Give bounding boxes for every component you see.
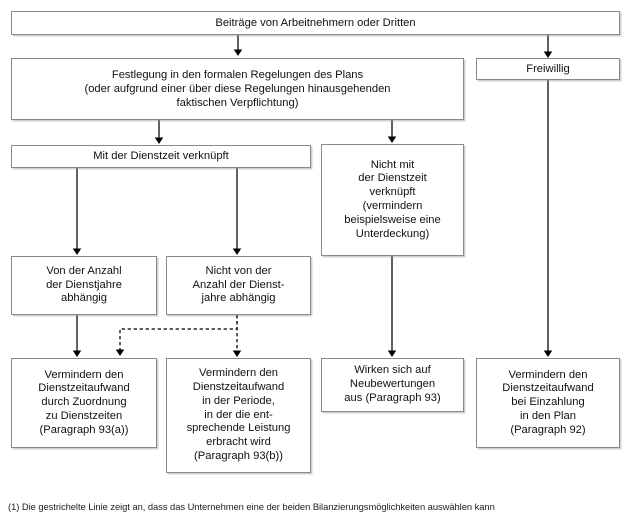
node-voluntary[interactable]: Freiwillig — [476, 58, 620, 80]
node-top-contributions[interactable]: Beiträge von Arbeitnehmern oder Dritten — [11, 11, 620, 35]
node-not-dependent-on-years[interactable]: Nicht von der Anzahl der Dienst- jahre a… — [166, 256, 311, 315]
connector-not-dependent-to-outcome-1 — [115, 315, 238, 356]
footnote-dashed-line-explanation: (1) Die gestrichelte Linie zeigt an, das… — [8, 501, 495, 512]
node-outcome-period[interactable]: Vermindern den Dienstzeitaufwand in der … — [166, 358, 311, 473]
node-linked-to-service[interactable]: Mit der Dienstzeit verknüpft — [11, 145, 311, 168]
node-dependent-on-years[interactable]: Von der Anzahl der Dienstjahre abhängig — [11, 256, 157, 315]
node-outcome-contribution-paid[interactable]: Vermindern den Dienstzeitaufwand bei Ein… — [476, 358, 620, 448]
node-outcome-remeasurement[interactable]: Wirken sich auf Neubewertungen aus (Para… — [321, 358, 464, 412]
node-not-linked-to-service[interactable]: Nicht mit der Dienstzeit verknüpft (verm… — [321, 144, 464, 256]
node-outcome-attribution[interactable]: Vermindern den Dienstzeitaufwand durch Z… — [11, 358, 157, 448]
node-formal-plan-terms[interactable]: Festlegung in den formalen Regelungen de… — [11, 58, 464, 120]
